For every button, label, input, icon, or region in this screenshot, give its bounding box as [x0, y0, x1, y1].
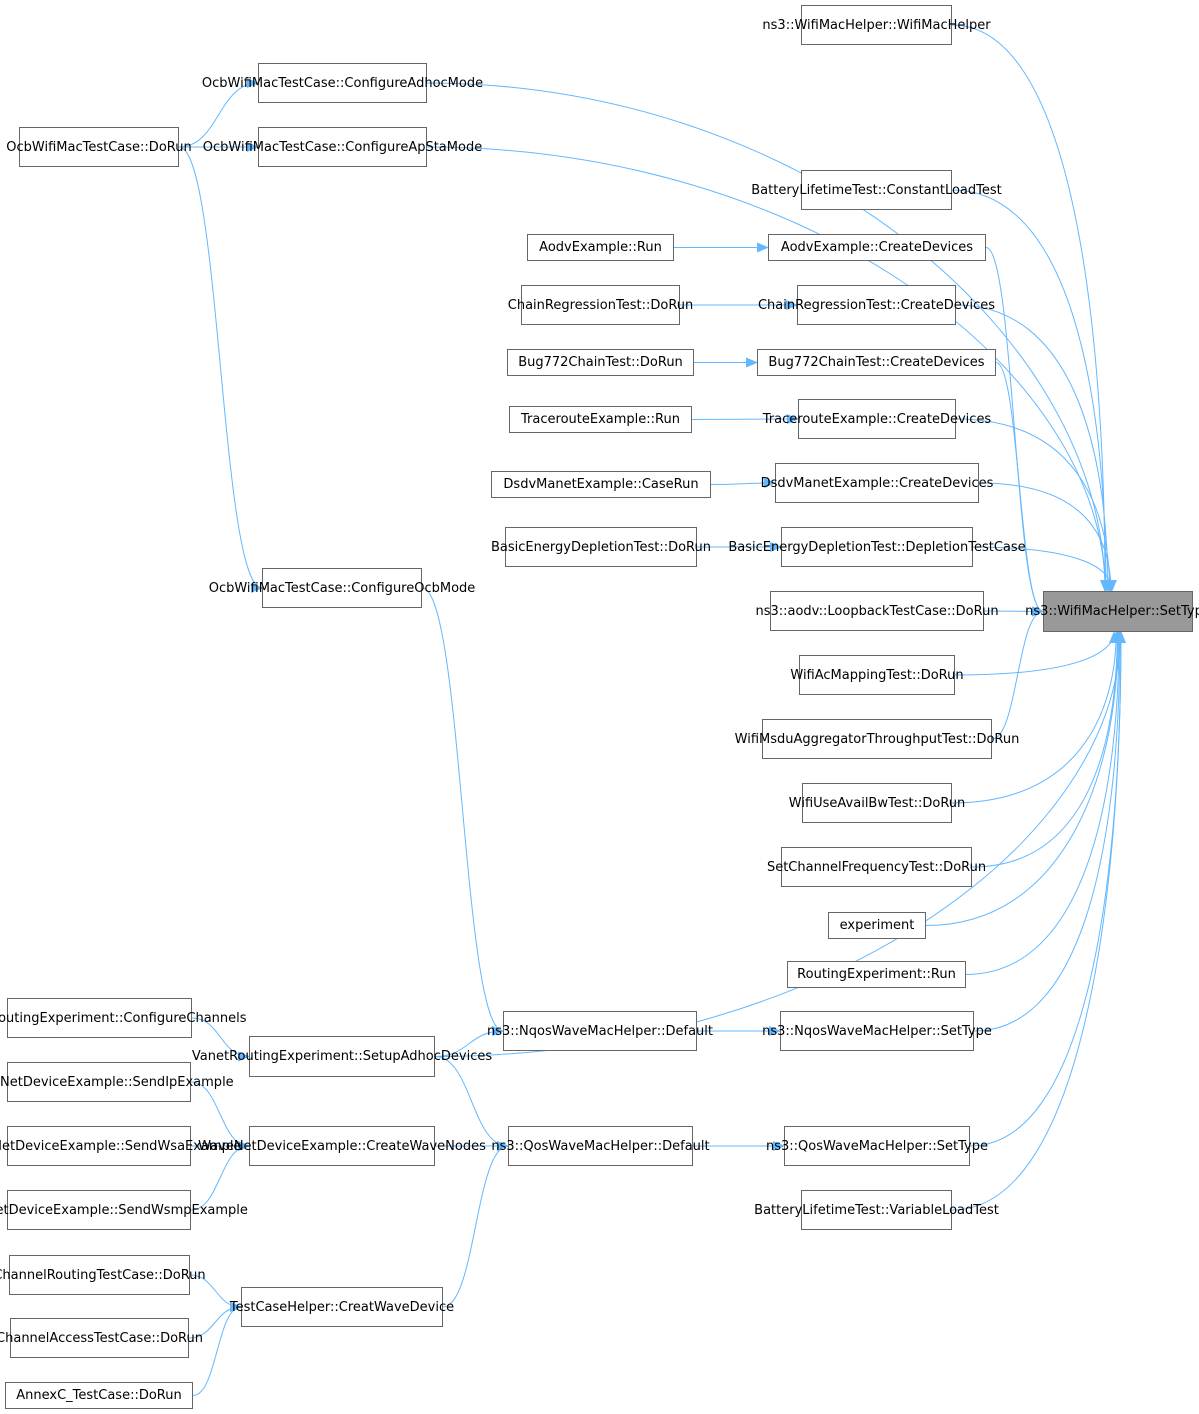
- node-wave-sendwsmp[interactable]: WaveNetDeviceExample::SendWsmpExample: [0, 1190, 248, 1230]
- edge-dsdv_createdevices-to-wifimachelper_settype: [978, 482, 1116, 592]
- node-setchannel-dorun[interactable]: SetChannelFrequencyTest::DoRun: [767, 847, 986, 887]
- edge-vanet_setupadhoc-to-nqos_default: [434, 1026, 504, 1057]
- edge-ocb_dorun-to-ocb_configureocb: [178, 146, 263, 593]
- node-ocb-configureocb[interactable]: OcbWifiMacTestCase::ConfigureOcbMode: [209, 568, 475, 608]
- edge-traceroute_run-to-traceroute_createdevices: [691, 414, 799, 425]
- edge-bug772_createdevices-to-wifimachelper_settype: [995, 362, 1044, 617]
- node-energy-depletion[interactable]: BasicEnergyDepletionTest::DepletionTestC…: [728, 527, 1026, 567]
- edge-nqos_settype-to-wifimachelper_settype: [973, 631, 1125, 1032]
- edge-routingexp_run-to-wifimachelper_settype: [965, 631, 1125, 975]
- node-qos-settype[interactable]: ns3::QosWaveMacHelper::SetType: [766, 1126, 988, 1166]
- edge-dsdv_caserun-to-dsdv_createdevices: [710, 478, 776, 489]
- node-acmapping-dorun[interactable]: WifiAcMappingTest::DoRun: [790, 655, 964, 695]
- edge-testcasehelper_creat-to-qos_default: [442, 1141, 509, 1308]
- edge-energy_depletion-to-wifimachelper_settype: [972, 546, 1117, 592]
- edge-vanet_setupadhoc-to-wifimachelper_settype: [434, 631, 1126, 1057]
- node-energy-dorun[interactable]: BasicEnergyDepletionTest::DoRun: [491, 527, 711, 567]
- node-ocb-dorun[interactable]: OcbWifiMacTestCase::DoRun: [6, 127, 192, 167]
- node-annexc-dorun[interactable]: AnnexC_TestCase::DoRun: [5, 1382, 193, 1409]
- node-aodv-createdevices[interactable]: AodvExample::CreateDevices: [768, 234, 986, 261]
- node-channelrouting-dorun[interactable]: ChannelRoutingTestCase::DoRun: [0, 1255, 206, 1295]
- node-traceroute-createdevices[interactable]: TracerouteExample::CreateDevices: [763, 399, 991, 439]
- edge-experiment-to-wifimachelper_settype: [925, 631, 1124, 926]
- node-wave-createnodes[interactable]: WaveNetDeviceExample::CreateWaveNodes: [198, 1126, 486, 1166]
- node-channelaccess-dorun[interactable]: ChannelAccessTestCase::DoRun: [0, 1318, 203, 1358]
- edge-chain_createdevices-to-wifimachelper_settype: [955, 304, 1113, 592]
- node-routingexp-run[interactable]: RoutingExperiment::Run: [787, 961, 966, 988]
- node-dsdv-caserun[interactable]: DsdvManetExample::CaseRun: [491, 471, 711, 498]
- edge-setchannel_dorun-to-wifimachelper_settype: [971, 631, 1123, 868]
- node-aodv-run[interactable]: AodvExample::Run: [527, 234, 674, 261]
- node-availbw-dorun[interactable]: WifiUseAvailBwTest::DoRun: [789, 783, 965, 823]
- node-wave-sendwsa[interactable]: WaveNetDeviceExample::SendWsaExample: [0, 1126, 241, 1166]
- node-vanet-configurechannels[interactable]: VanetRoutingExperiment::ConfigureChannel…: [0, 998, 247, 1038]
- edge-qos_settype-to-wifimachelper_settype: [969, 631, 1126, 1147]
- node-nqos-settype[interactable]: ns3::NqosWaveMacHelper::SetType: [762, 1011, 992, 1051]
- node-wave-sendip[interactable]: WaveNetDeviceExample::SendIpExample: [0, 1062, 234, 1102]
- node-ocb-configureadhoc[interactable]: OcbWifiMacTestCase::ConfigureAdhocMode: [202, 63, 483, 103]
- node-battery-constant[interactable]: BatteryLifetimeTest::ConstantLoadTest: [751, 170, 1002, 210]
- edge-availbw_dorun-to-wifimachelper_settype: [951, 631, 1122, 804]
- edge-wave_sendwsmp-to-wave_createnodes: [190, 1141, 250, 1211]
- edge-traceroute_createdevices-to-wifimachelper_settype: [955, 418, 1115, 592]
- node-aodv-loopback[interactable]: ns3::aodv::LoopbackTestCase::DoRun: [755, 591, 999, 631]
- node-battery-variable[interactable]: BatteryLifetimeTest::VariableLoadTest: [754, 1190, 999, 1230]
- node-ocb-configureapsta[interactable]: OcbWifiMacTestCase::ConfigureApStaMode: [203, 127, 482, 167]
- edge-ocb_configureadhoc-to-wifimachelper_settype: [426, 82, 1110, 592]
- node-bug772-createdevices[interactable]: Bug772ChainTest::CreateDevices: [757, 349, 996, 376]
- edge-wifimachelper_ctor-to-wifimachelper_settype: [951, 24, 1110, 592]
- edge-ocb_configureocb-to-nqos_default: [421, 587, 504, 1036]
- node-bug772-dorun[interactable]: Bug772ChainTest::DoRun: [507, 349, 694, 376]
- node-qos-default[interactable]: ns3::QosWaveMacHelper::Default: [491, 1126, 710, 1166]
- edge-ocb_dorun-to-ocb_configureadhoc: [178, 78, 259, 148]
- edge-vanet_setupadhoc-to-qos_default: [434, 1056, 509, 1151]
- edge-wave_sendip-to-wave_createnodes: [190, 1081, 250, 1151]
- edge-annexc_dorun-to-testcasehelper_creat: [192, 1302, 242, 1396]
- edge-acmapping_dorun-to-wifimachelper_settype: [954, 631, 1120, 676]
- edge-vanet_configurechannels-to-vanet_setupadhoc: [191, 1017, 250, 1062]
- node-nqos-default[interactable]: ns3::NqosWaveMacHelper::Default: [487, 1011, 713, 1051]
- node-chain-dorun[interactable]: ChainRegressionTest::DoRun: [508, 285, 693, 325]
- node-vanet-setupadhoc[interactable]: VanetRoutingExperiment::SetupAdhocDevice…: [192, 1036, 492, 1077]
- node-wifimachelper-settype: ns3::WifiMacHelper::SetType: [1025, 591, 1199, 632]
- node-wifimachelper-ctor[interactable]: ns3::WifiMacHelper::WifiMacHelper: [762, 5, 991, 45]
- node-experiment[interactable]: experiment: [828, 912, 926, 939]
- node-traceroute-run[interactable]: TracerouteExample::Run: [509, 406, 692, 433]
- edge-msdu_dorun-to-wifimachelper_settype: [991, 606, 1044, 740]
- node-chain-createdevices[interactable]: ChainRegressionTest::CreateDevices: [758, 285, 995, 325]
- edge-battery_variable-to-wifimachelper_settype: [951, 631, 1126, 1211]
